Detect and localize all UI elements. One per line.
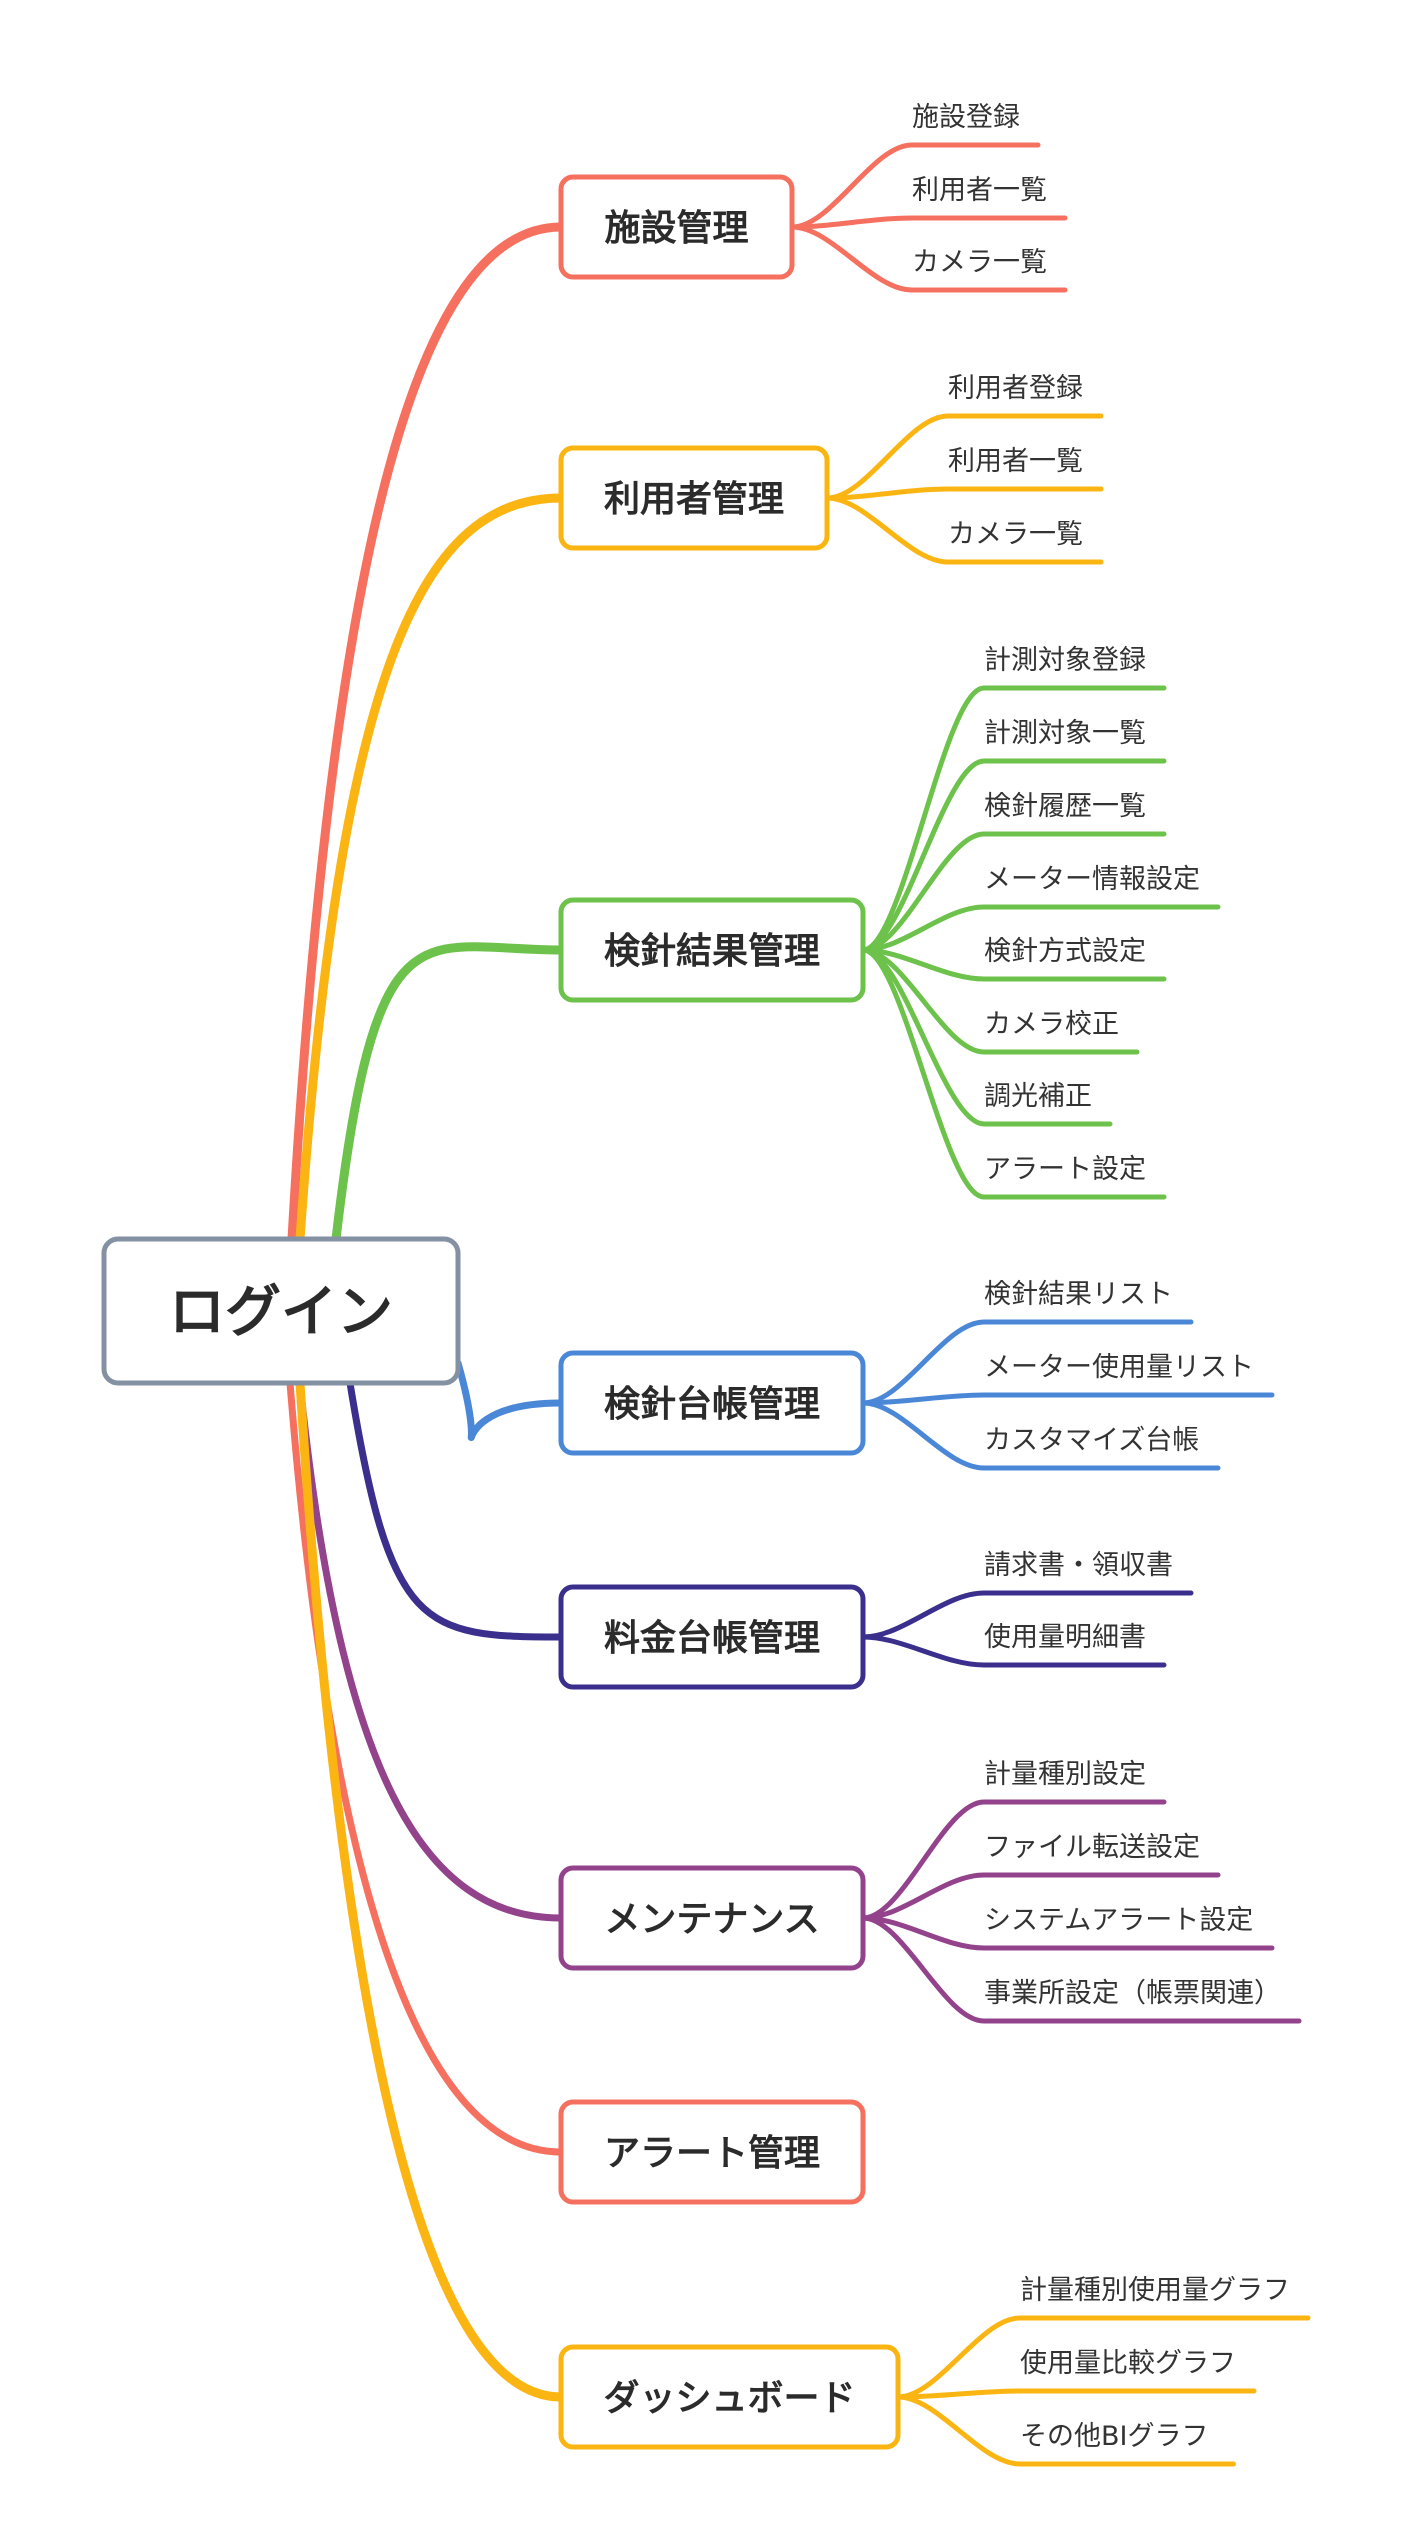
leaf-node-label[interactable]: メーター情報設定: [984, 864, 1200, 895]
branch-node-label: 利用者管理: [604, 479, 784, 520]
branch-node[interactable]: ダッシュボード: [558, 2344, 901, 2450]
leaf-connector: [860, 1392, 1275, 1406]
branch-node-label: ダッシュボード: [603, 2378, 855, 2419]
leaf-node-label[interactable]: 利用者一覧: [912, 175, 1047, 206]
branch-node-box: [558, 1350, 866, 1456]
leaf-connector: [824, 413, 1104, 501]
leaf-connector: [860, 904, 1221, 953]
leaf-node-label[interactable]: 請求書・領収書: [984, 1550, 1173, 1581]
branch-node-box: [558, 2099, 866, 2205]
branch-node[interactable]: 料金台帳管理: [558, 1584, 866, 1690]
leaf-connector: [895, 2388, 1257, 2400]
leaf-node-label[interactable]: 使用量明細書: [984, 1622, 1146, 1653]
leaf-connector: [860, 1799, 1167, 1921]
branch-node-box: [558, 2344, 901, 2450]
branch-node-box: [558, 1865, 866, 1971]
branch-node-label: 検針結果管理: [604, 931, 820, 972]
leaf-node-label[interactable]: 計量種別使用量グラフ: [1020, 2275, 1290, 2306]
leaf-connector: [860, 758, 1167, 953]
leaf-connector: [860, 1590, 1194, 1640]
root-node-label: ログイン: [169, 1280, 393, 1345]
branch-node-label: 検針台帳管理: [604, 1384, 820, 1425]
leaf-connector: [860, 1319, 1194, 1406]
branch-node-label: 料金台帳管理: [604, 1617, 820, 1659]
leaf-node-label[interactable]: 検針結果リスト: [984, 1279, 1173, 1310]
root-node[interactable]: ログイン: [101, 1236, 461, 1386]
node-layer: ログイン施設登録利用者一覧カメラ一覧施設管理利用者登録利用者一覧カメラ一覧利用者…: [101, 102, 1311, 2467]
leaf-node-label[interactable]: システムアラート設定: [984, 1905, 1253, 1936]
branch-node-label: アラート管理: [604, 2133, 820, 2174]
leaf-node-label[interactable]: 事業所設定（帳票関連）: [984, 1978, 1281, 2009]
leaf-node-label[interactable]: その他BIグラフ: [1020, 2421, 1209, 2452]
root-connector: [454, 1359, 565, 1442]
branch-node-box: [558, 445, 830, 551]
leaf-node-label[interactable]: 利用者登録: [948, 373, 1083, 404]
leaf-node-label[interactable]: 計量種別設定: [984, 1759, 1146, 1790]
leaf-connector: [860, 831, 1167, 953]
leaf-node-label[interactable]: 調光補正: [984, 1081, 1092, 1112]
leaf-connector: [860, 1634, 1167, 1668]
leaf-node-label[interactable]: 計測対象一覧: [984, 718, 1146, 749]
root-connector: [295, 1378, 566, 2402]
root-node-box: [101, 1236, 461, 1386]
leaf-connector: [860, 685, 1167, 953]
leaf-connector: [860, 1915, 1302, 2024]
root-connector: [286, 1379, 565, 2156]
leaf-node-label[interactable]: 使用量比較グラフ: [1020, 2348, 1236, 2379]
leaf-node-label[interactable]: カメラ一覧: [948, 519, 1083, 550]
leaf-node-label[interactable]: カメラ校正: [984, 1009, 1119, 1040]
leaf-connector: [789, 142, 1041, 230]
leaf-connector: [895, 2315, 1311, 2400]
leaf-connector: [824, 495, 1104, 565]
root-connector: [287, 222, 566, 1244]
branch-node-box: [558, 897, 866, 1003]
leaf-node-label[interactable]: アラート設定: [984, 1154, 1146, 1185]
leaf-connector: [895, 2394, 1236, 2467]
leaf-connector: [789, 224, 1068, 293]
leaf-connector: [860, 1872, 1221, 1921]
branch-node[interactable]: アラート管理: [558, 2099, 866, 2205]
connector-layer: [286, 222, 566, 2402]
leaf-connector: [824, 486, 1104, 501]
branch-node[interactable]: 利用者管理: [558, 445, 830, 551]
leaf-node-label[interactable]: 検針方式設定: [984, 936, 1146, 967]
leaf-node-label[interactable]: カメラ一覧: [912, 247, 1047, 278]
branch-node[interactable]: 検針結果管理: [558, 897, 866, 1003]
branch-node-label: メンテナンス: [604, 1899, 819, 1940]
root-connector: [331, 942, 566, 1244]
root-connector: [346, 1379, 565, 1641]
root-connector: [296, 1379, 565, 1922]
branch-node-box: [558, 1584, 866, 1690]
branch-node[interactable]: 施設管理: [558, 174, 795, 280]
leaf-node-label[interactable]: 利用者一覧: [948, 446, 1083, 477]
leaf-connector: [860, 947, 1167, 982]
branch-node-box: [558, 174, 795, 280]
leaf-connector: [860, 1915, 1275, 1951]
leaf-node-label[interactable]: カスタマイズ台帳: [984, 1425, 1199, 1456]
branch-node-label: 施設管理: [604, 208, 748, 249]
branch-node[interactable]: メンテナンス: [558, 1865, 866, 1971]
leaf-connector: [860, 1400, 1221, 1471]
leaf-connector: [789, 215, 1068, 230]
leaf-node-label[interactable]: 施設登録: [912, 102, 1020, 133]
leaf-node-label[interactable]: 検針履歴一覧: [984, 791, 1146, 822]
leaf-node-label[interactable]: メーター使用量リスト: [984, 1352, 1254, 1383]
branch-node[interactable]: 検針台帳管理: [558, 1350, 866, 1456]
leaf-connector: [860, 947, 1167, 1200]
leaf-node-label[interactable]: ファイル転送設定: [984, 1832, 1200, 1863]
root-connector: [295, 493, 566, 1244]
leaf-group: 計測対象登録計測対象一覧検針履歴一覧メーター情報設定検針方式設定カメラ校正調光補…: [860, 645, 1221, 1200]
leaf-node-label[interactable]: 計測対象登録: [984, 645, 1146, 676]
